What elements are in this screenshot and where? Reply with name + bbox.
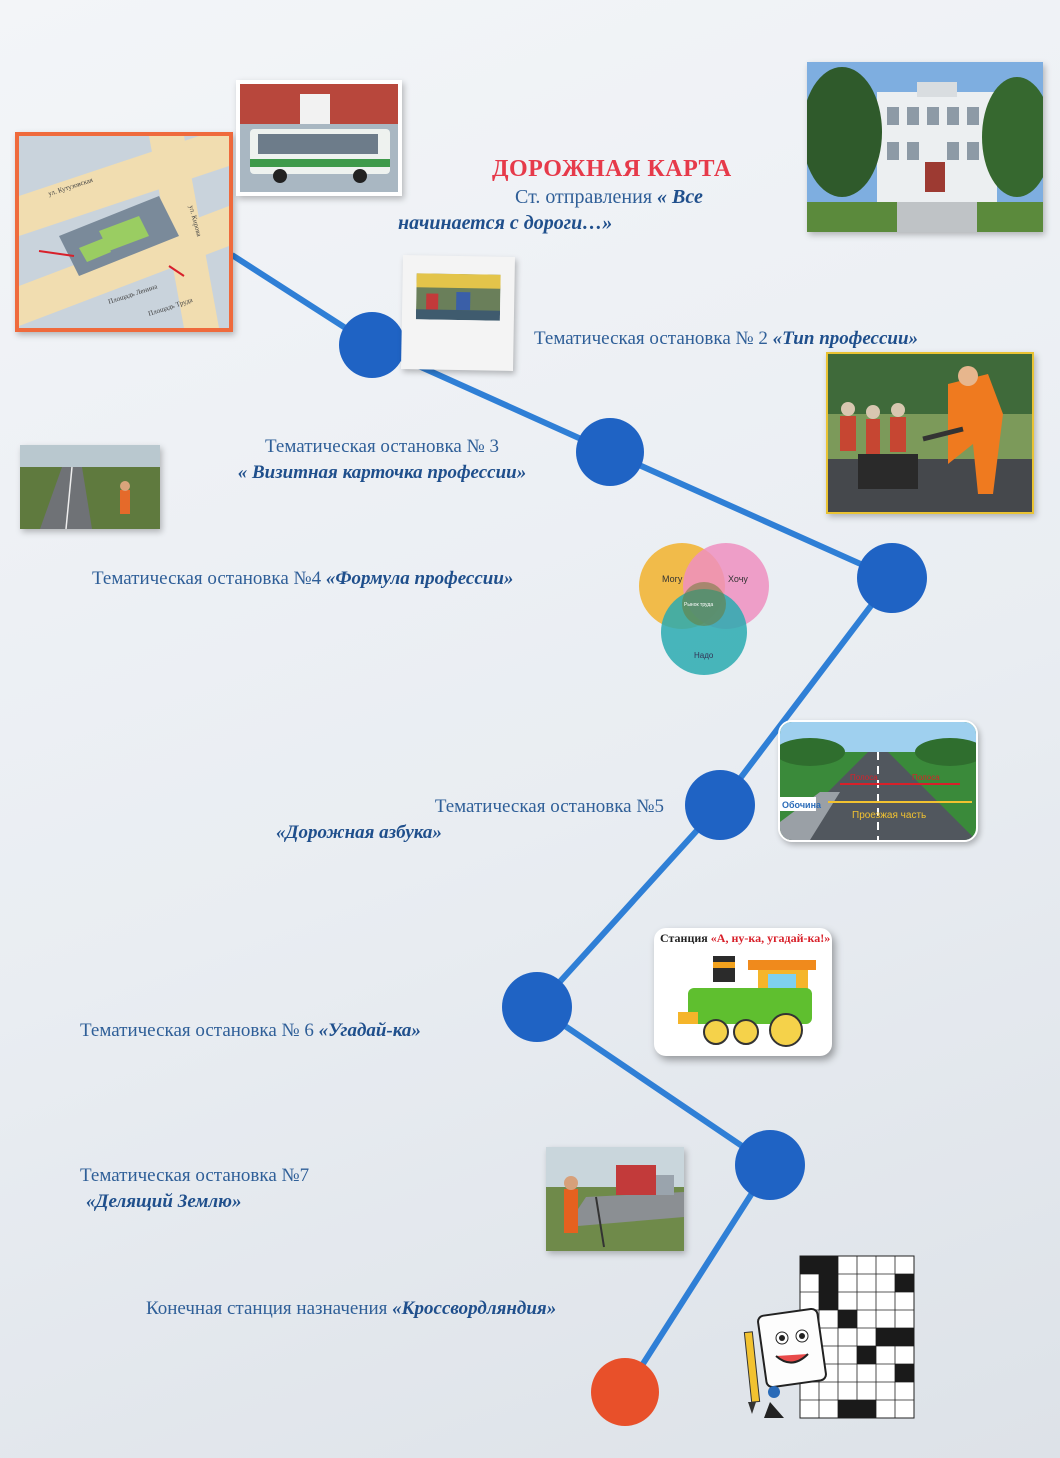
road-photo xyxy=(20,445,160,529)
train-caption-prefix: Станция xyxy=(660,931,711,945)
stop-7-label: Тематическая остановка №7 xyxy=(80,1165,310,1186)
stop-marker-6[interactable] xyxy=(502,972,572,1042)
final-stop-name: «Кроссвордляндия» xyxy=(392,1298,557,1319)
stop-5-label: Тематическая остановка №5 xyxy=(434,796,664,817)
final-stop-text: Конечная станция назначения «Кроссвордля… xyxy=(146,1296,556,1322)
road-sign-lane-left: Полоса xyxy=(850,773,878,782)
departure-name-part-1: « Все xyxy=(657,186,703,208)
train-caption: Станция «А, ну-ка, угадай-ка!» xyxy=(660,931,830,946)
stop-5-text: Тематическая остановка №5 «Дорожная азбу… xyxy=(272,794,664,845)
road-sign-shoulder: Обочина xyxy=(782,800,822,810)
road-alphabet-illustration: Обочина Проезжая часть Полоса Полоса xyxy=(778,720,978,842)
departure-station: Ст. отправления « Все xyxy=(515,186,703,209)
stop-marker-4[interactable] xyxy=(857,543,927,613)
stop-6-text: Тематическая остановка № 6 «Угадай-ка» xyxy=(80,1018,421,1044)
stop-2-text: Тематическая остановка № 2 «Тип професси… xyxy=(534,326,918,352)
final-stop-label: Конечная станция назначения xyxy=(146,1298,393,1319)
stop-3-label: Тематическая остановка № 3 xyxy=(265,436,499,457)
stop-4-text: Тематическая остановка №4 «Формула профе… xyxy=(92,566,513,592)
venn-right-label: Хочу xyxy=(728,574,748,584)
road-worker-photo xyxy=(826,352,1034,514)
stop-2-name: «Тип профессии» xyxy=(772,328,919,349)
venn-center-label: Рынок труда xyxy=(684,602,713,608)
stop-3-text: Тематическая остановка № 3 « Визитная ка… xyxy=(222,434,542,485)
venn-bottom-label: Надо xyxy=(694,651,714,660)
classroom-photo xyxy=(401,255,515,371)
stop-3-name: « Визитная карточка профессии» xyxy=(237,461,527,483)
stop-7-text: Тематическая остановка №7 «Делящий Землю… xyxy=(80,1163,309,1214)
stop-marker-5[interactable] xyxy=(685,770,755,840)
road-sign-lane-right: Полоса xyxy=(912,773,940,782)
train-caption-name: «А, ну-ка, угадай-ка!» xyxy=(710,931,831,945)
departure-label: Ст. отправления xyxy=(515,186,658,208)
departure-map-image: ул. Кутузовская ул. Кирова Площадь Ленин… xyxy=(15,132,233,332)
profession-formula-venn: Могу Хочу Надо Рынок труда xyxy=(639,543,769,675)
train-illustration: Станция «А, ну-ка, угадай-ка!» xyxy=(654,928,832,1056)
page-title: ДОРОЖНАЯ КАРТА xyxy=(492,156,732,182)
surveyor-photo xyxy=(546,1147,684,1251)
final-stop-marker[interactable] xyxy=(591,1358,659,1426)
venn-left-label: Могу xyxy=(662,574,683,584)
stop-marker-2[interactable] xyxy=(339,312,405,378)
stop-4-label: Тематическая остановка №4 xyxy=(92,568,326,589)
building-photo xyxy=(807,62,1043,232)
stop-5-name: «Дорожная азбука» xyxy=(276,821,442,843)
stop-4-name: «Формула профессии» xyxy=(325,568,514,589)
stop-6-name: «Угадай-ка» xyxy=(318,1020,421,1041)
stop-6-label: Тематическая остановка № 6 xyxy=(80,1020,319,1041)
stop-marker-7[interactable] xyxy=(735,1130,805,1200)
crossword-illustration xyxy=(743,1255,915,1419)
stop-marker-3[interactable] xyxy=(576,418,644,486)
stop-7-name: «Делящий Землю» xyxy=(86,1190,242,1212)
stop-2-label: Тематическая остановка № 2 xyxy=(534,328,773,349)
bus-photo xyxy=(236,80,402,196)
departure-name-part-2: начинается с дороги…» xyxy=(398,212,613,234)
road-sign-carriageway: Проезжая часть xyxy=(852,810,926,821)
